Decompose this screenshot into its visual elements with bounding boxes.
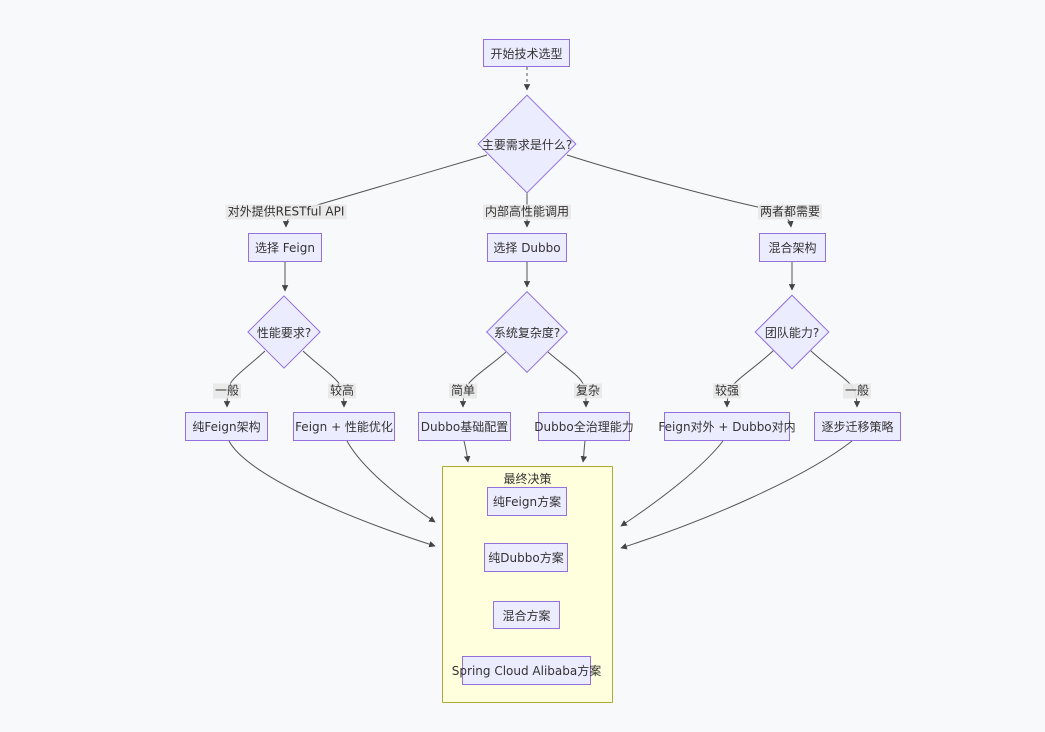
node-choose-feign-label: 选择 Feign <box>254 241 315 255</box>
node-pure-feign-plan-label: 纯Feign方案 <box>492 495 562 509</box>
edge-label-general1: 一般 <box>212 383 242 399</box>
edge-label-simple: 简单 <box>448 383 478 399</box>
node-hybrid-plan: 混合方案 <box>493 601 560 629</box>
node-hybrid-arch: 混合架构 <box>759 233 826 262</box>
edge-dubbo-full-to-final-decision <box>580 440 588 463</box>
node-pure-feign-arch-label: 纯Feign架构 <box>192 420 261 434</box>
node-dubbo-basic: Dubbo基础配置 <box>418 412 511 441</box>
edge-feign-perf-opt-to-final-decision <box>346 440 436 523</box>
node-feign-out-dubbo-in-label: Feign对外 + Dubbo对内 <box>658 420 796 434</box>
node-hybrid-arch-label: 混合架构 <box>768 241 817 255</box>
node-choose-dubbo: 选择 Dubbo <box>487 233 567 262</box>
edge-gradual-migration-to-final-decision <box>620 440 853 550</box>
edge-label-internal: 内部高性能调用 <box>482 204 572 220</box>
edge-label-restful: 对外提供RESTful API <box>225 204 347 220</box>
node-sca-plan-label: Spring Cloud Alibaba方案 <box>451 664 602 678</box>
node-dubbo-basic-label: Dubbo基础配置 <box>420 420 509 434</box>
node-main-question-label: 主要需求是什么? <box>481 137 573 152</box>
edge-feign-out-dubbo-in-to-final-decision <box>620 440 724 527</box>
node-feign-out-dubbo-in: Feign对外 + Dubbo对内 <box>658 412 796 441</box>
node-choose-dubbo-label: 选择 Dubbo <box>493 241 561 255</box>
final-decision-cluster-title: 最终决策 <box>503 472 552 486</box>
node-pure-feign-plan: 纯Feign方案 <box>487 487 567 516</box>
node-team-question: 团队能力? <box>754 294 830 370</box>
node-perf-question: 性能要求? <box>247 295 321 369</box>
node-gradual-migration: 逐步迁移策略 <box>814 412 901 441</box>
edge-label-both: 两者都需要 <box>757 204 823 220</box>
edge-label-higher: 较高 <box>327 383 357 399</box>
node-hybrid-plan-label: 混合方案 <box>502 608 551 623</box>
edge-dubbo-basic-to-final-decision <box>463 440 471 463</box>
node-feign-perf-opt-label: Feign + 性能优化 <box>295 420 393 434</box>
node-perf-question-label: 性能要求? <box>256 325 312 340</box>
edge-label-complex: 复杂 <box>573 383 603 399</box>
edge-label-general2: 一般 <box>842 383 872 399</box>
node-sca-plan: Spring Cloud Alibaba方案 <box>452 656 601 685</box>
edge-label-strong: 较强 <box>712 383 742 399</box>
node-start: 开始技术选型 <box>483 39 570 67</box>
node-dubbo-full: Dubbo全治理能力 <box>534 412 634 441</box>
edge-pure-feign-arch-to-final-decision <box>228 440 436 548</box>
node-gradual-migration-label: 逐步迁移策略 <box>821 420 894 434</box>
node-complexity-question: 系统复杂度? <box>485 290 569 374</box>
node-feign-perf-opt: Feign + 性能优化 <box>293 412 395 441</box>
node-team-question-label: 团队能力? <box>764 325 820 340</box>
node-pure-feign-arch: 纯Feign架构 <box>185 412 268 441</box>
node-complexity-question-label: 系统复杂度? <box>493 325 561 340</box>
node-pure-dubbo-plan-label: 纯Dubbo方案 <box>488 551 564 565</box>
node-start-label: 开始技术选型 <box>490 46 563 61</box>
node-main-question: 主要需求是什么? <box>477 94 577 194</box>
node-dubbo-full-label: Dubbo全治理能力 <box>534 420 634 434</box>
node-pure-dubbo-plan: 纯Dubbo方案 <box>484 543 568 572</box>
node-choose-feign: 选择 Feign <box>248 233 322 262</box>
